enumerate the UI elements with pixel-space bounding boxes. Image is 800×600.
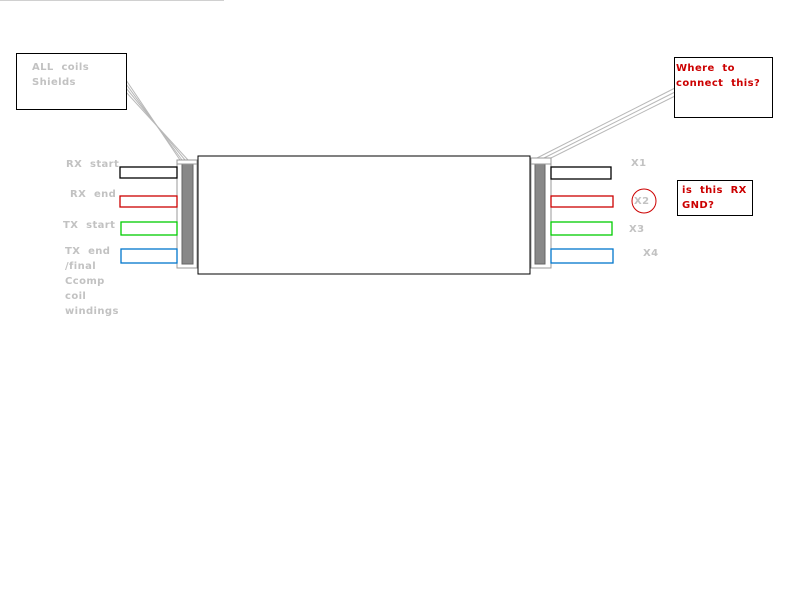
left-wire-tx-end	[120, 248, 178, 264]
right-wire-x3	[550, 221, 613, 236]
where-to-connect-callout-box: Where to connect this?	[674, 57, 773, 118]
left-wire-label-tx-end: TX end /final Ccomp coil windings	[65, 246, 119, 317]
right-wire-label-x1: X1	[631, 158, 647, 169]
right-wire-x1	[550, 166, 612, 180]
shields-callout-box: ALL coils Shields	[16, 53, 127, 110]
left-wire-label-rx-start: RX start	[66, 159, 120, 170]
shields-callout-text: ALL coils Shields	[32, 62, 90, 88]
where-to-connect-text: Where to connect this?	[676, 63, 761, 89]
left-wire-rx-start	[119, 166, 178, 179]
main-device-body	[197, 155, 531, 275]
right-connector	[530, 157, 552, 269]
top-rule	[0, 0, 224, 1]
left-wire-rx-end	[119, 195, 178, 208]
left-connector	[176, 159, 198, 269]
rx-gnd-callout-box: is this RX GND?	[677, 180, 753, 216]
right-wire-label-x2: X2	[634, 196, 650, 207]
right-wire-label-x4: X4	[643, 248, 659, 259]
x2-highlight-circle	[631, 188, 657, 214]
left-wire-label-tx-start: TX start	[63, 220, 116, 231]
shields-leader-line	[125, 79, 189, 161]
right-wire-x2	[550, 195, 614, 208]
where-to-connect-leader-line	[532, 87, 676, 165]
left-wire-tx-start	[120, 221, 178, 236]
right-wire-label-x3: X3	[629, 224, 645, 235]
left-wire-label-rx-end: RX end	[70, 189, 117, 200]
rx-gnd-question-text: is this RX GND?	[682, 185, 747, 211]
right-wire-x4	[550, 248, 614, 264]
